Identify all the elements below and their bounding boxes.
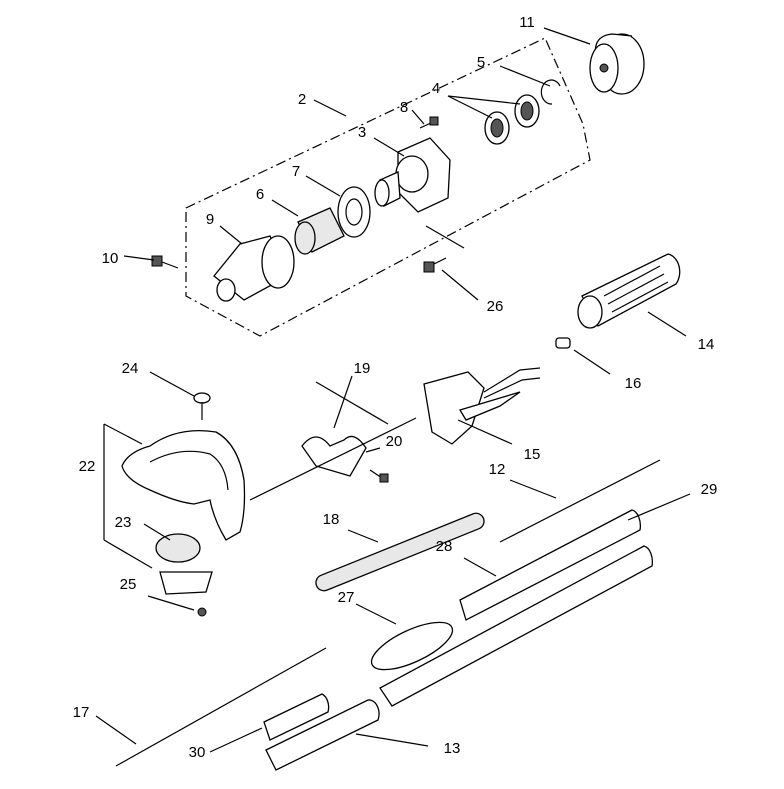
part-22-loop-handle — [121, 429, 246, 541]
part-17-inner-shaft — [115, 647, 327, 767]
gearbox-assembly-boundary — [185, 37, 591, 337]
part-16-sleeve — [555, 337, 571, 349]
callout-30: 30 — [189, 744, 206, 761]
part-29-outer-tube — [379, 545, 653, 707]
callout-11: 11 — [519, 14, 535, 31]
callout-7: 7 — [292, 163, 300, 180]
part-15-throttle-control — [423, 367, 541, 445]
part-18-spring — [315, 512, 485, 592]
callout-28: 28 — [436, 538, 453, 555]
callout-27: 27 — [338, 589, 355, 606]
part-3-gear-housing — [374, 137, 451, 213]
callout-labels: 11 5 4 2 8 3 7 6 9 10 26 14 16 24 19 20 … — [73, 14, 718, 761]
part-6-gear-coupler — [294, 207, 345, 255]
callout-16: 16 — [625, 375, 642, 392]
part-24-screw — [193, 392, 211, 420]
callout-4: 4 — [432, 80, 440, 97]
part-25-lower-clamp — [159, 571, 213, 617]
callout-8: 8 — [400, 99, 408, 116]
callout-9: 9 — [206, 211, 214, 228]
part-9-cone-housing — [213, 235, 295, 302]
callout-22: 22 — [79, 458, 96, 475]
callout-24: 24 — [122, 360, 139, 377]
callout-23: 23 — [115, 514, 132, 531]
part-10-bolt — [151, 255, 179, 269]
callout-10: 10 — [102, 250, 119, 267]
part-4-bearings — [484, 94, 540, 145]
callout-15: 15 — [524, 446, 541, 463]
callout-20: 20 — [386, 433, 403, 450]
part-12-drive-shaft — [499, 459, 661, 543]
callout-12: 12 — [489, 461, 506, 478]
callout-29: 29 — [701, 481, 718, 498]
callout-14: 14 — [698, 336, 715, 353]
part-7-washer-plate — [337, 186, 371, 238]
part-5-snap-ring — [540, 79, 561, 105]
part-11-end-cap — [589, 33, 645, 95]
part-28-liner-tube — [459, 509, 641, 621]
part-30-half-sleeve — [263, 693, 330, 741]
callout-17: 17 — [73, 704, 90, 721]
callout-19: 19 — [354, 360, 371, 377]
callout-6: 6 — [256, 186, 264, 203]
part-26-bolt — [423, 257, 447, 273]
callout-2: 2 — [298, 91, 306, 108]
part-27-liner — [370, 621, 454, 671]
callout-18: 18 — [323, 511, 340, 528]
part-14-grip-handle — [577, 253, 681, 329]
part-23-grip-sleeve — [155, 533, 201, 563]
callout-13: 13 — [444, 740, 461, 757]
part-20-screw — [369, 469, 389, 483]
part-8-screw — [419, 116, 439, 129]
callout-26: 26 — [487, 298, 504, 315]
leader-lines — [95, 27, 691, 753]
callout-25: 25 — [120, 576, 137, 593]
part-13-lower-tube — [265, 699, 380, 771]
callout-5: 5 — [477, 54, 485, 71]
callout-3: 3 — [358, 124, 366, 141]
